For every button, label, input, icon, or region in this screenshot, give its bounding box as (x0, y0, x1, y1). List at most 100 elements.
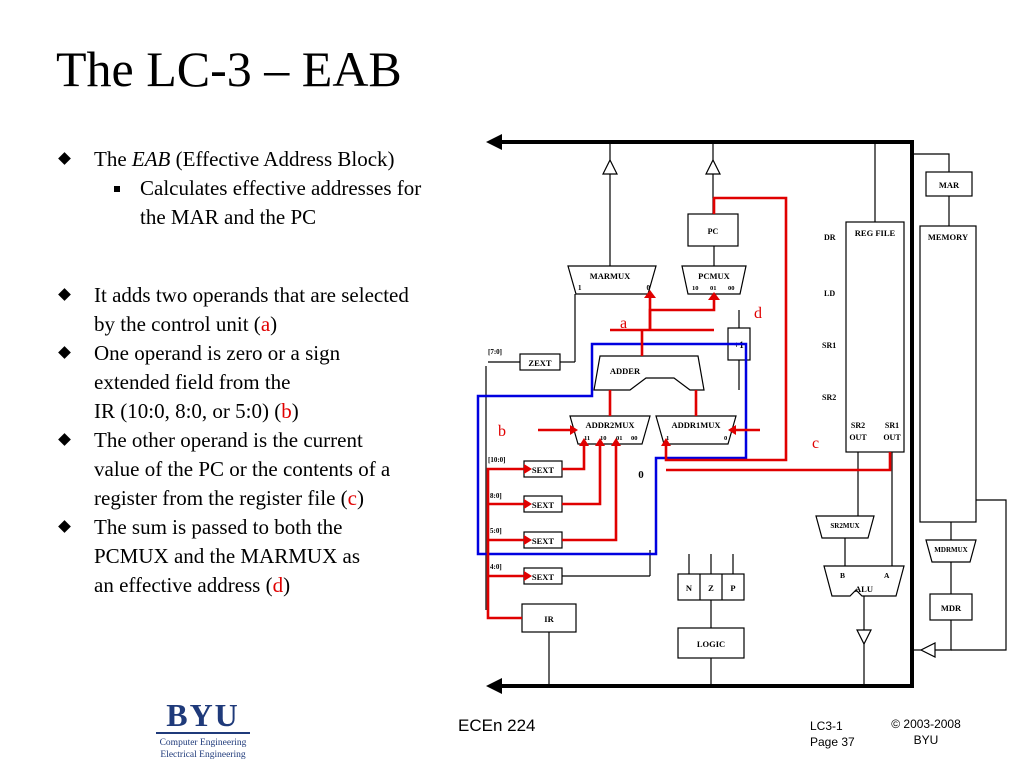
mdr-block (929, 593, 973, 621)
mar-block (925, 171, 973, 197)
regfile-label: REG FILE (855, 228, 896, 238)
ir-block (521, 603, 577, 633)
sr1out-b: OUT (883, 433, 901, 442)
sr1out-a: SR1 (885, 421, 899, 430)
eab-highlight-outline (476, 342, 748, 556)
tristate-marmux-icon (602, 158, 618, 175)
bullet-sum: The sum is passed to both the PCMUX and … (58, 513, 492, 600)
logic-label: LOGIC (697, 639, 725, 649)
addr2mux-in11: 11 (584, 435, 590, 442)
path-d-pc (664, 196, 788, 462)
lc3-datapath-diagram: MARMUX 1 0 PC PCMUX 10 01 00 +1 ADDER AD… (460, 130, 1020, 695)
memory-block (919, 225, 977, 523)
marmux-in1: 1 (578, 284, 582, 292)
sr2out-b: OUT (849, 433, 867, 442)
footer-copyright: © 2003-2008 BYU (876, 716, 976, 748)
bullet-operands: It adds two operands that are selected b… (58, 281, 492, 339)
tristate-pc-icon (705, 158, 721, 175)
addr2mux-in01: 01 (616, 435, 623, 442)
diamond-bullet-icon (58, 520, 71, 533)
regfile-block (845, 221, 905, 453)
logo-line2: Electrical Engineering (160, 750, 246, 760)
mdrmux-label: MDRMUX (934, 546, 967, 554)
arrow-ir2-icon (524, 499, 532, 509)
sext1-bits: [10:0] (488, 456, 506, 464)
bullet-eab: The EAB (Effective Address Block) (58, 145, 492, 174)
bus-arrow-left-top-icon (486, 134, 502, 150)
sr2-label: SR2 (822, 393, 836, 402)
adder-block (593, 355, 705, 391)
footer-copy-line1: © 2003-2008 (891, 717, 961, 731)
sext4-label: SEXT (532, 572, 555, 582)
arrow-ir3-icon (524, 535, 532, 545)
footer-copy-line2: BYU (913, 733, 939, 747)
label-b: b (498, 423, 506, 440)
marmux-label: MARMUX (590, 271, 631, 281)
diamond-bullet-icon (58, 152, 71, 165)
marmux-in0: 0 (647, 284, 651, 292)
path-sext2 (562, 446, 602, 506)
sext3-label: SEXT (532, 536, 555, 546)
sext3-bits: 5:0] (490, 527, 502, 535)
memory-label: MEMORY (928, 232, 968, 242)
footer-page-line1: LC3-1 (810, 719, 843, 733)
z-flag: Z (708, 583, 714, 593)
label-c: c (812, 435, 819, 452)
arrow-b-icon (570, 425, 578, 435)
diamond-bullet-icon (58, 433, 71, 446)
addr1mux-in1: 1 (666, 435, 669, 442)
arrow-addr1-icon (661, 438, 671, 446)
pc-block (687, 213, 739, 247)
addr1mux-in0: 0 (724, 435, 727, 442)
p-flag: P (730, 583, 735, 593)
sext4-bits: 4:0] (490, 563, 502, 571)
bullet-operand-zero: One operand is zero or a sign extended f… (58, 339, 492, 426)
addr2mux-block (569, 415, 651, 445)
label-d: d (754, 305, 762, 322)
label-a: a (620, 315, 627, 332)
addr2mux-zero: 0 (638, 469, 644, 481)
logo-divider (156, 732, 250, 734)
tristate-alu-icon (856, 629, 872, 646)
tristate-mdr-icon (919, 642, 936, 658)
path-ir (486, 467, 524, 620)
pcmux-in00: 00 (728, 285, 735, 292)
footer-course: ECEn 224 (458, 716, 536, 735)
alu-label: ALU (855, 584, 873, 594)
bullet-other-operand: The other operand is the current value o… (58, 426, 492, 513)
logo-line1: Computer Engineering (159, 738, 247, 748)
pcmux-label: PCMUX (698, 271, 730, 281)
sext1-label: SEXT (532, 465, 555, 475)
sr2out-a: SR2 (851, 421, 865, 430)
mar-label: MAR (939, 180, 960, 190)
mdr-label: MDR (941, 603, 962, 613)
arrow-sext3-icon (611, 438, 621, 446)
sr1-label: SR1 (822, 341, 836, 350)
addr1mux-block (655, 415, 737, 445)
alu-b-label: B (840, 571, 845, 580)
alu-block (823, 565, 905, 597)
mdrmux-block (925, 539, 977, 563)
arrow-d-icon (708, 292, 720, 300)
footer-page: LC3-1 Page 37 (810, 718, 855, 750)
path-d-top (648, 300, 716, 330)
path-regfile (666, 452, 892, 472)
sext2-bits: 8:0] (490, 492, 502, 500)
path-sext1 (562, 446, 586, 471)
pcmux-in10: 10 (692, 285, 699, 292)
byu-logo: BYU Computer Engineering Electrical Engi… (150, 699, 256, 764)
slide-title: The LC-3 – EAB (56, 41, 402, 97)
arrow-sext2-icon (595, 438, 605, 446)
n-flag: N (686, 583, 693, 593)
pc-label: PC (708, 227, 719, 236)
dr-label: DR (824, 233, 836, 242)
sr2mux-block (815, 515, 875, 539)
zext-label: ZEXT (528, 358, 551, 368)
sr2mux-label: SR2MUX (830, 522, 859, 530)
alu-a-label: A (884, 571, 890, 580)
arrow-d2-icon (644, 290, 656, 298)
square-bullet-icon (114, 186, 120, 192)
bullet-list: The EAB (Effective Address Block) Calcul… (58, 145, 492, 600)
arrow-c-icon (728, 425, 736, 435)
ld-label: LD (824, 289, 835, 298)
